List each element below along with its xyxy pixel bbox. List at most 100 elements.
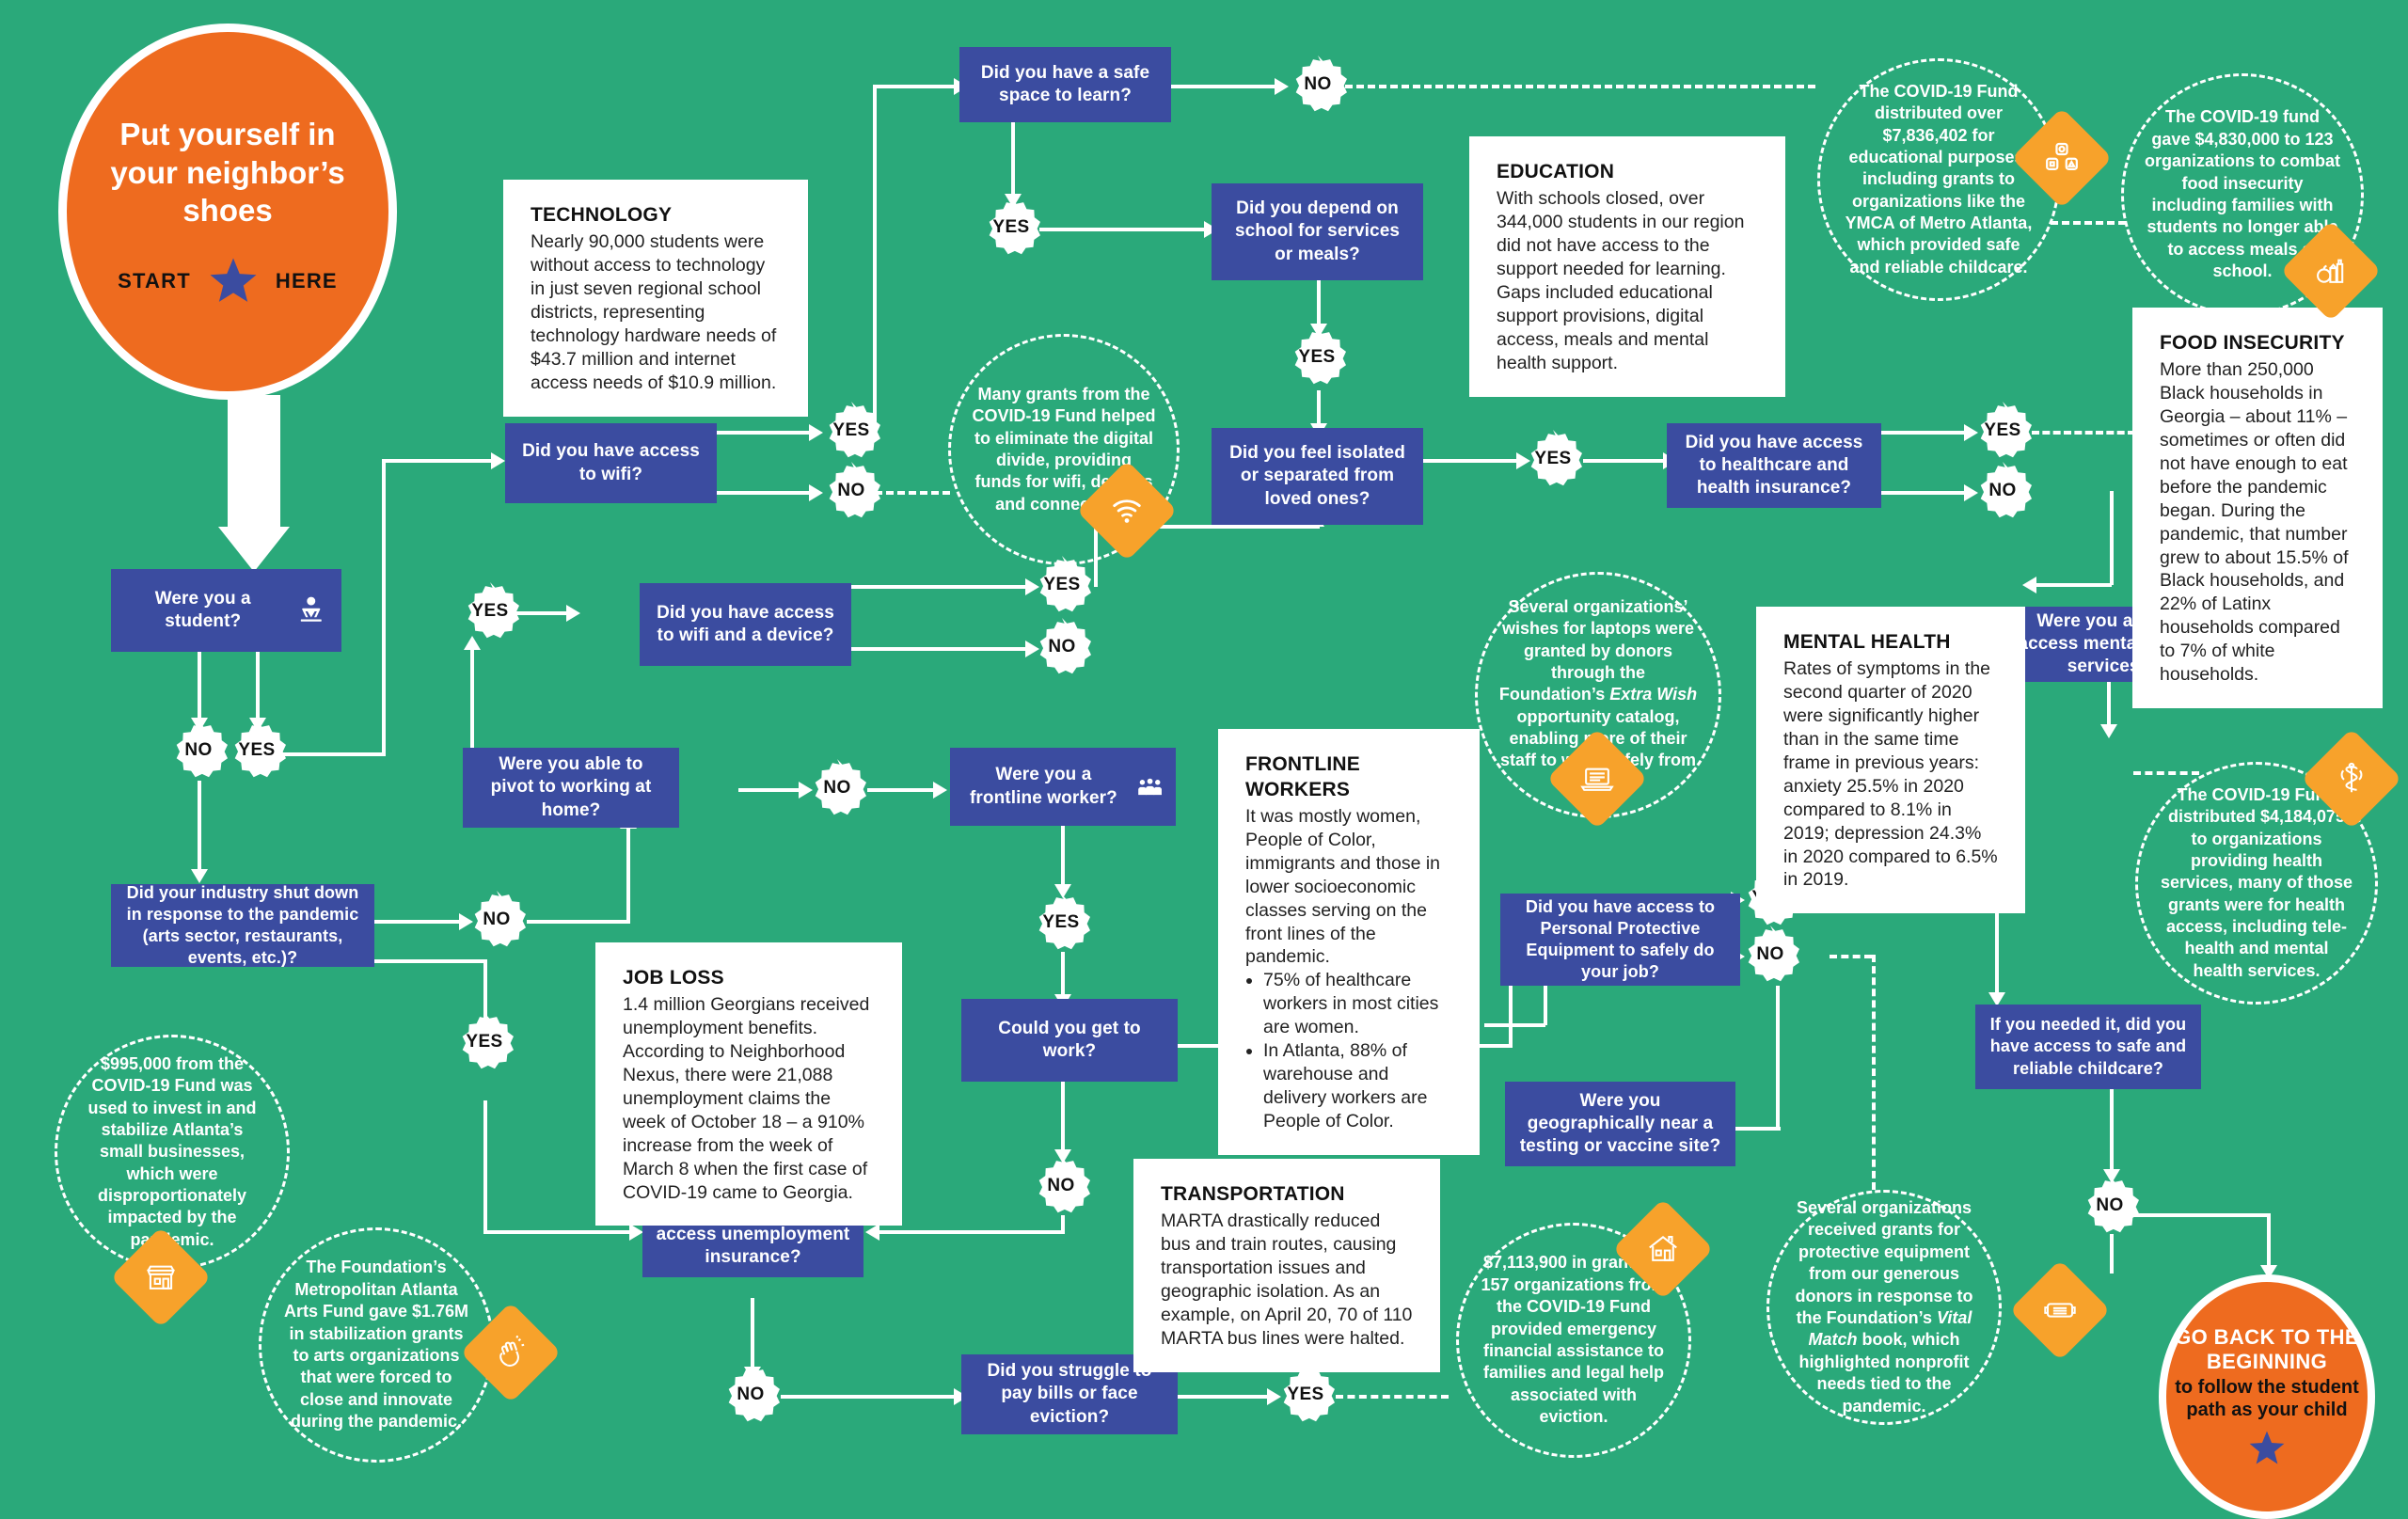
connector: [1879, 491, 1969, 495]
connector: [715, 431, 814, 435]
question-ppe-access[interactable]: Did you have access to Personal Protecti…: [1500, 894, 1740, 986]
question-were-student[interactable]: Were you a student?: [111, 569, 341, 652]
question-get-to-work[interactable]: Could you get to work?: [961, 999, 1178, 1082]
connector: [1423, 459, 1522, 463]
connector: [1011, 118, 1015, 200]
question-feel-isolated[interactable]: Did you feel isolated or separated from …: [1212, 428, 1423, 525]
connector: [282, 752, 386, 756]
badge-yes-industry[interactable]: YES: [462, 1013, 514, 1069]
badge-no-ppe[interactable]: NO: [1748, 926, 1799, 982]
badge-label: NO: [837, 481, 865, 500]
connector: [483, 1100, 487, 1232]
badge-yes-safe-space[interactable]: YES: [989, 198, 1040, 255]
badge-label: NO: [737, 1385, 765, 1404]
workers-icon: [1138, 778, 1162, 795]
badge-label: YES: [992, 217, 1030, 237]
badge-no-healthcare[interactable]: NO: [1980, 462, 2032, 518]
house-icon: [1612, 1198, 1714, 1300]
connector-dashed: [2032, 431, 2135, 435]
question-pivot-home[interactable]: Were you able to pivot to working at hom…: [463, 748, 679, 828]
card-job-loss: JOB LOSS 1.4 million Georgians received …: [595, 941, 902, 1226]
question-childcare-access[interactable]: If you needed it, did you have access to…: [1975, 1005, 2201, 1089]
question-label: If you needed it, did you have access to…: [1989, 1015, 2187, 1078]
question-label: Did your industry shut down in response …: [126, 882, 359, 968]
circle-text: $995,000 from the COVID-19 Fund was used…: [87, 1053, 257, 1249]
connector: [2110, 1086, 2114, 1176]
circle-health-fund: The COVID-19 Fund distributed $4,184,075…: [2135, 762, 2378, 1005]
question-frontline-worker[interactable]: Were you a frontline worker?: [950, 748, 1176, 826]
badge-yes-frontline[interactable]: YES: [1038, 894, 1090, 950]
badge-no-safe-space[interactable]: NO: [1295, 55, 1347, 112]
badge-yes-student[interactable]: YES: [467, 582, 519, 639]
badge-yes-bills[interactable]: YES: [1283, 1366, 1335, 1422]
badge-label: YES: [832, 420, 870, 440]
badge-no-get-to-work[interactable]: NO: [1038, 1157, 1090, 1213]
badge-yes-wifi[interactable]: YES: [829, 402, 880, 458]
card-title: EDUCATION: [1497, 161, 1615, 182]
badge-yes-student-path[interactable]: YES: [234, 721, 286, 778]
question-safe-space[interactable]: Did you have a safe space to learn?: [959, 47, 1171, 122]
badge-no-wifi-device[interactable]: NO: [1039, 618, 1091, 674]
question-wifi-and-device[interactable]: Did you have access to wifi and a device…: [640, 583, 851, 666]
connector: [374, 959, 487, 963]
card-body: Rates of symptoms in the second quarter …: [1783, 657, 1998, 891]
card-bullet: In Atlanta, 88% of warehouse and deliver…: [1263, 1039, 1454, 1133]
badge-label: NO: [1048, 637, 1076, 657]
connector: [2110, 1213, 2270, 1217]
badge-label: YES: [1287, 1385, 1324, 1404]
question-industry-shutdown[interactable]: Did your industry shut down in response …: [111, 882, 374, 968]
badge-yes-healthcare[interactable]: YES: [1980, 402, 2032, 458]
connector: [1583, 459, 1668, 463]
connector: [1178, 1395, 1272, 1399]
storefront-icon: [110, 1226, 212, 1328]
arrow-icon: [218, 527, 290, 572]
circle-text-part1: Several organizations’ wishes for laptop…: [1498, 596, 1695, 704]
card-title: FRONTLINE WORKERS: [1245, 753, 1360, 800]
badge-label: NO: [2096, 1195, 2124, 1215]
circle-arts-fund: The Foundation’s Metropolitan Atlanta Ar…: [259, 1227, 494, 1463]
badge-no-student[interactable]: NO: [176, 721, 228, 778]
connector-dashed: [1872, 955, 1876, 1190]
connector: [1061, 1215, 1065, 1234]
badge-no-unemployment[interactable]: NO: [728, 1366, 780, 1422]
circle-text: The Foundation’s Metropolitan Atlanta Ar…: [283, 1258, 469, 1432]
wifi-icon: [1076, 460, 1178, 562]
arrow-icon: [1054, 884, 1071, 898]
badge-label: NO: [1304, 74, 1332, 94]
card-bullets: 75% of healthcare workers in most cities…: [1245, 969, 1454, 1133]
connector: [2032, 583, 2112, 587]
question-near-testing-site[interactable]: Were you geographically near a testing o…: [1505, 1082, 1735, 1166]
start-here-row: START HERE: [118, 255, 338, 308]
arrow-icon: [566, 605, 580, 622]
badge-label: YES: [1043, 575, 1081, 594]
start-circle[interactable]: Put yourself in your neighbor’s shoes ST…: [58, 24, 397, 400]
question-label: Were you able to pivot to working at hom…: [490, 754, 652, 820]
card-body: With schools closed, over 344,000 studen…: [1497, 187, 1745, 373]
end-circle[interactable]: GO BACK TO THE BEGINNING to follow the s…: [2159, 1274, 2375, 1519]
circle-text-part1: Several organizations received grants fo…: [1795, 1198, 1973, 1327]
badge-no-pivot[interactable]: NO: [815, 759, 866, 815]
badge-yes-depend-school[interactable]: YES: [1294, 328, 1346, 385]
badge-no-childcare[interactable]: NO: [2087, 1177, 2139, 1233]
question-label: Did you have a safe space to learn?: [980, 62, 1150, 105]
question-bills-eviction[interactable]: Did you struggle to pay bills or face ev…: [961, 1354, 1178, 1434]
card-body: 1.4 million Georgians received unemploym…: [623, 993, 870, 1203]
question-healthcare-access[interactable]: Did you have access to healthcare and he…: [1667, 423, 1881, 508]
connector: [470, 649, 474, 752]
badge-no-wifi[interactable]: NO: [829, 462, 880, 518]
arrow-icon: [1964, 424, 1978, 441]
question-access-wifi[interactable]: Did you have access to wifi?: [505, 423, 717, 503]
arrow-icon: [1516, 452, 1530, 469]
badge-no-industry[interactable]: NO: [474, 891, 526, 947]
badge-label: YES: [1534, 449, 1572, 468]
connector: [1094, 525, 1320, 529]
card-title: FOOD INSECURITY: [2160, 332, 2345, 354]
badge-yes-isolated[interactable]: YES: [1530, 430, 1582, 486]
question-depend-school[interactable]: Did you depend on school for services or…: [1212, 183, 1423, 280]
connector: [851, 647, 1030, 651]
connector: [256, 649, 260, 724]
connector: [738, 788, 804, 792]
card-title: MENTAL HEALTH: [1783, 631, 1951, 653]
question-label: Did you depend on school for services or…: [1234, 198, 1401, 264]
